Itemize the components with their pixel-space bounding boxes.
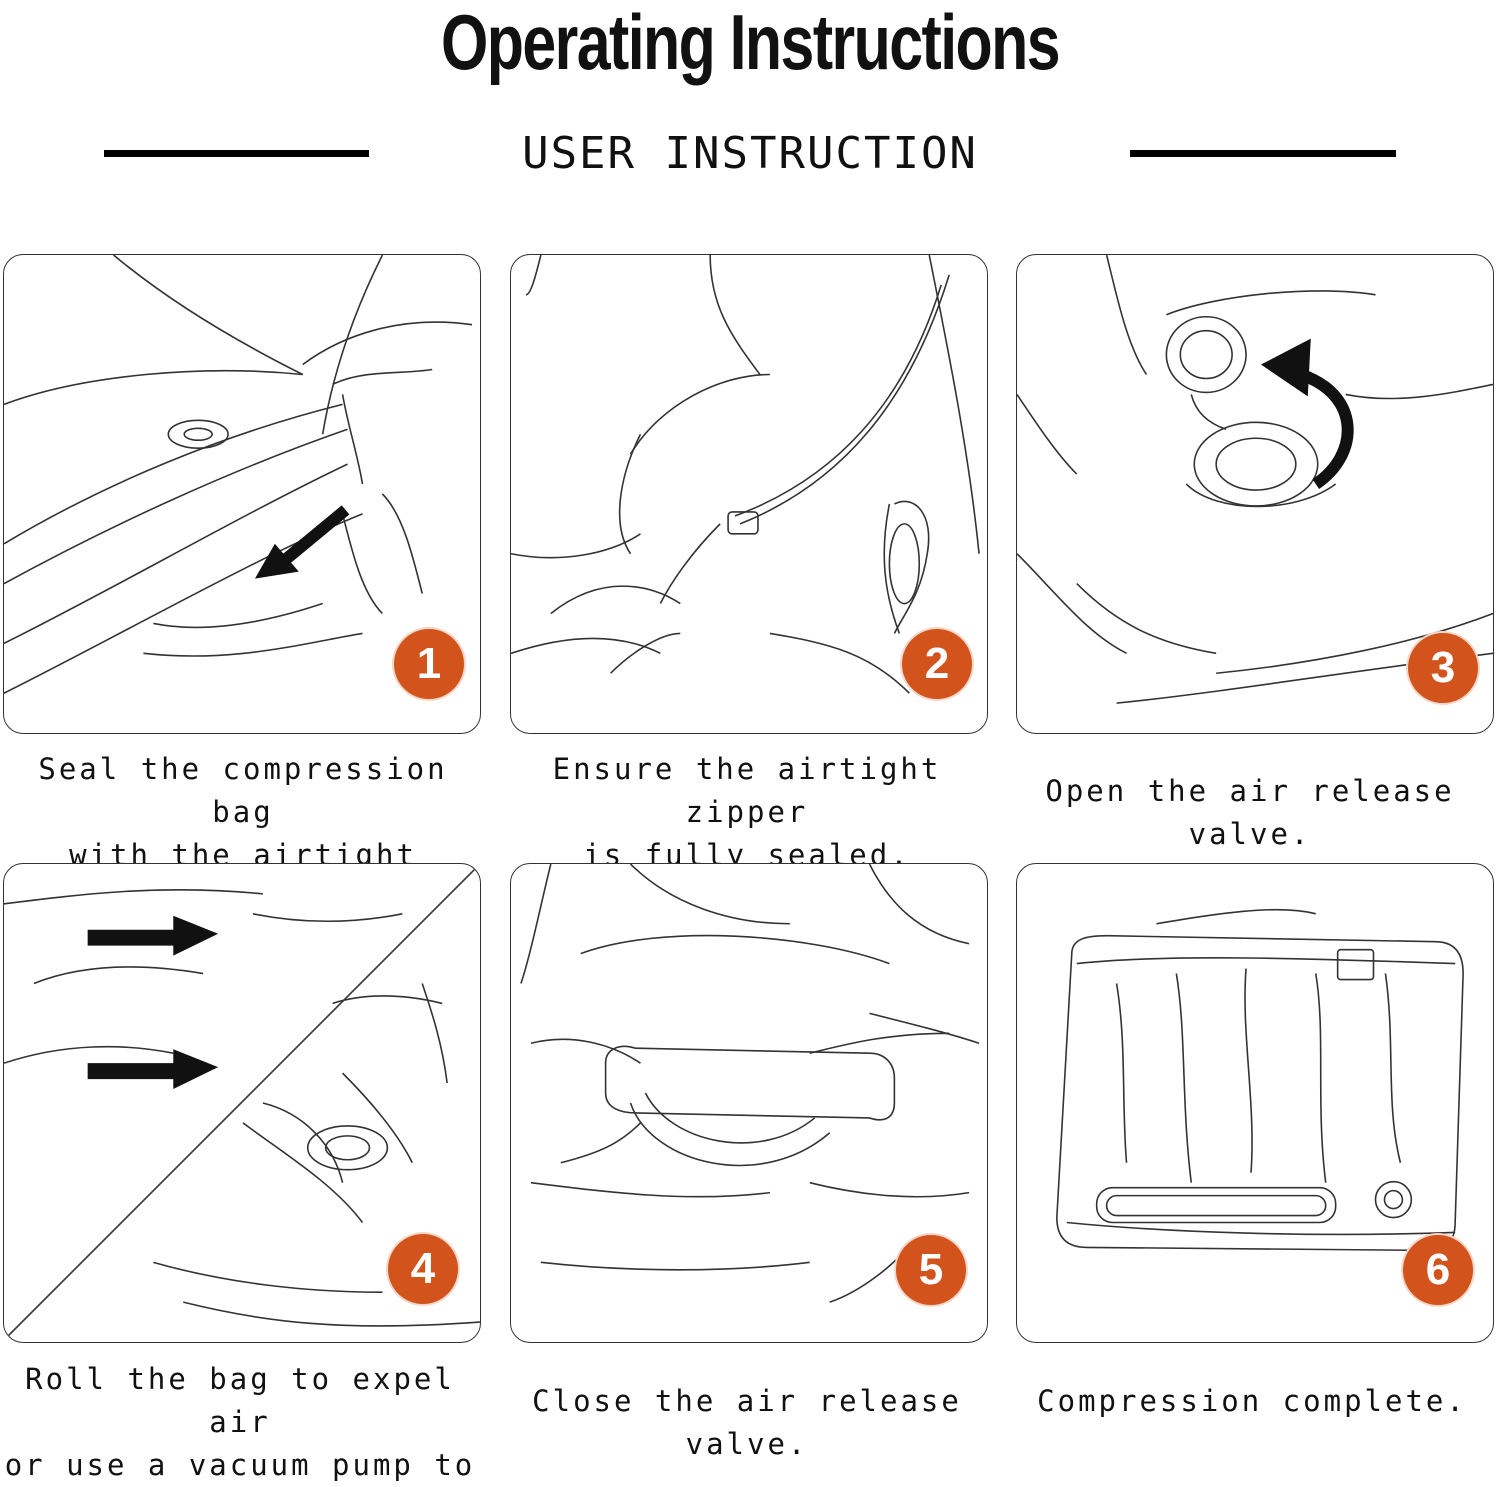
step-5-badge: 5 bbox=[896, 1235, 966, 1305]
step-3-caption: Open the air release valve. bbox=[1010, 770, 1490, 856]
divider-left bbox=[104, 150, 369, 157]
step-5-caption-line-1: Close the air release bbox=[532, 1384, 962, 1418]
divider-right bbox=[1130, 150, 1396, 157]
step-4-caption: Roll the bag to expel air or use a vacuu… bbox=[0, 1358, 480, 1487]
step-6-caption-line-1: Compression complete. bbox=[1037, 1384, 1467, 1418]
step-2-badge: 2 bbox=[902, 629, 972, 699]
step-2-caption: Ensure the airtight zipper is fully seal… bbox=[507, 748, 987, 877]
step-4-caption-line-2: or use a vacuum pump to bbox=[4, 1448, 476, 1482]
step-6-badge: 6 bbox=[1403, 1235, 1473, 1305]
step-1-badge: 1 bbox=[394, 629, 464, 699]
right-arrow-icon bbox=[87, 915, 219, 1090]
step-1-caption-line-1: Seal the compression bag bbox=[38, 752, 448, 829]
step-1-illustration bbox=[3, 254, 481, 734]
step-2-caption-line-1: Ensure the airtight zipper bbox=[552, 752, 942, 829]
step-3-badge: 3 bbox=[1408, 633, 1478, 703]
page-title: Operating Instructions bbox=[440, 0, 1061, 86]
step-5-caption-line-2: valve. bbox=[685, 1427, 809, 1461]
step-4-badge: 4 bbox=[388, 1234, 458, 1304]
curved-arrow-icon bbox=[1260, 338, 1354, 490]
step-6-caption: Compression complete. bbox=[1012, 1380, 1492, 1423]
left-arrow-icon bbox=[254, 505, 350, 579]
step-5-caption: Close the air release valve. bbox=[507, 1380, 987, 1466]
section-subtitle: USER INSTRUCTION bbox=[522, 128, 978, 179]
step-4-caption-line-1: Roll the bag to expel air bbox=[25, 1362, 455, 1439]
step-4-illustration bbox=[3, 863, 481, 1343]
step-3-caption-line-1: Open the air release valve. bbox=[1045, 774, 1455, 851]
